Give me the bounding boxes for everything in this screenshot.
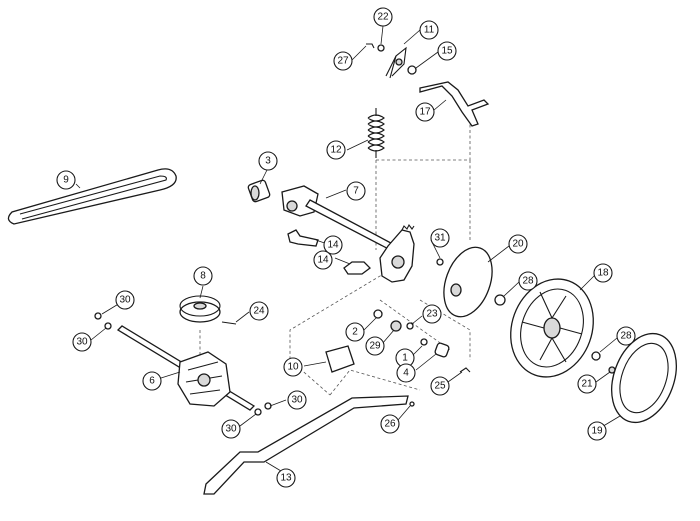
gear-sector-housing-part [379, 223, 415, 283]
washer-parts [94, 312, 272, 416]
svg-text:22: 22 [377, 12, 389, 23]
pulley-part [179, 295, 221, 323]
svg-text:24: 24 [253, 306, 265, 317]
svg-text:14: 14 [317, 255, 329, 266]
callout-14-upper: 14 [323, 235, 343, 255]
svg-text:8: 8 [200, 271, 206, 282]
callout-22: 22 [373, 7, 393, 27]
coil-spring-part [367, 108, 385, 158]
washer-and-clip-parts [366, 43, 385, 52]
callout-12: 12 [326, 140, 346, 160]
callout-3: 3 [258, 151, 278, 171]
svg-text:17: 17 [419, 107, 431, 118]
callout-20: 20 [508, 234, 528, 254]
callout-13: 13 [276, 468, 296, 488]
callout-10: 10 [283, 357, 303, 377]
svg-text:7: 7 [353, 186, 359, 197]
svg-text:23: 23 [426, 309, 438, 320]
svg-text:20: 20 [512, 239, 524, 250]
svg-text:28: 28 [522, 276, 534, 287]
callout-2: 2 [345, 322, 365, 342]
callout-26: 26 [380, 414, 400, 434]
svg-text:2: 2 [352, 327, 358, 338]
svg-text:30: 30 [291, 395, 303, 406]
callout-19: 19 [587, 421, 607, 441]
svg-text:18: 18 [597, 268, 609, 279]
svg-text:21: 21 [581, 379, 593, 390]
spring-lever-part [385, 46, 417, 79]
svg-text:14: 14 [327, 240, 339, 251]
svg-text:30: 30 [119, 295, 131, 306]
svg-text:27: 27 [337, 56, 349, 67]
callout-labels: 1 2 3 4 6 7 8 9 10 11 12 13 14 14 15 17 … [56, 7, 636, 488]
callout-6: 6 [142, 371, 162, 391]
svg-text:19: 19 [591, 426, 603, 437]
callout-23: 23 [422, 304, 442, 324]
callout-8: 8 [193, 266, 213, 286]
callout-28-lower: 28 [616, 326, 636, 346]
svg-text:30: 30 [225, 424, 237, 435]
svg-text:11: 11 [424, 25, 435, 36]
pin-part [221, 321, 237, 325]
callout-4: 4 [396, 363, 416, 383]
svg-text:25: 25 [434, 381, 446, 392]
callout-7: 7 [346, 181, 366, 201]
small-drive-parts [373, 309, 471, 373]
callout-31: 31 [430, 228, 450, 248]
small-bracket-parts [287, 229, 371, 275]
bracket-plate-part [325, 345, 355, 373]
svg-text:13: 13 [280, 473, 292, 484]
callout-11: 11 [419, 20, 439, 40]
bushing-part [247, 179, 271, 203]
callout-30-left: 30 [72, 332, 92, 352]
drive-belt-part [7, 168, 177, 225]
callout-15: 15 [437, 41, 457, 61]
svg-text:9: 9 [63, 175, 69, 186]
svg-text:12: 12 [330, 145, 342, 156]
callout-9: 9 [56, 170, 76, 190]
svg-text:1: 1 [402, 353, 408, 364]
svg-text:31: 31 [434, 233, 446, 244]
svg-text:4: 4 [403, 368, 409, 379]
callout-28-upper: 28 [518, 271, 538, 291]
wheel-disc-part [436, 246, 493, 318]
svg-text:29: 29 [369, 341, 381, 352]
svg-text:15: 15 [441, 46, 453, 57]
svg-text:6: 6 [149, 376, 155, 387]
svg-text:26: 26 [384, 419, 396, 430]
callout-14-lower: 14 [313, 250, 333, 270]
wheel-tire-part [494, 278, 594, 378]
svg-text:28: 28 [620, 331, 632, 342]
gearbox-axle-part [116, 325, 256, 411]
callout-21: 21 [577, 374, 597, 394]
bent-rod-part [419, 81, 490, 127]
callout-24: 24 [249, 301, 269, 321]
svg-text:10: 10 [287, 362, 299, 373]
handle-bar-part [203, 395, 415, 495]
callout-17: 17 [415, 102, 435, 122]
callout-30-bottom: 30 [221, 419, 241, 439]
callout-25: 25 [430, 376, 450, 396]
callout-18: 18 [593, 263, 613, 283]
svg-text:30: 30 [76, 337, 88, 348]
callout-30-top: 30 [115, 290, 135, 310]
callout-29: 29 [365, 336, 385, 356]
svg-text:3: 3 [265, 156, 271, 167]
callout-30-right: 30 [287, 390, 307, 410]
hubcap-part [591, 332, 677, 424]
shaft-bracket-part [281, 185, 405, 257]
callout-27: 27 [333, 51, 353, 71]
